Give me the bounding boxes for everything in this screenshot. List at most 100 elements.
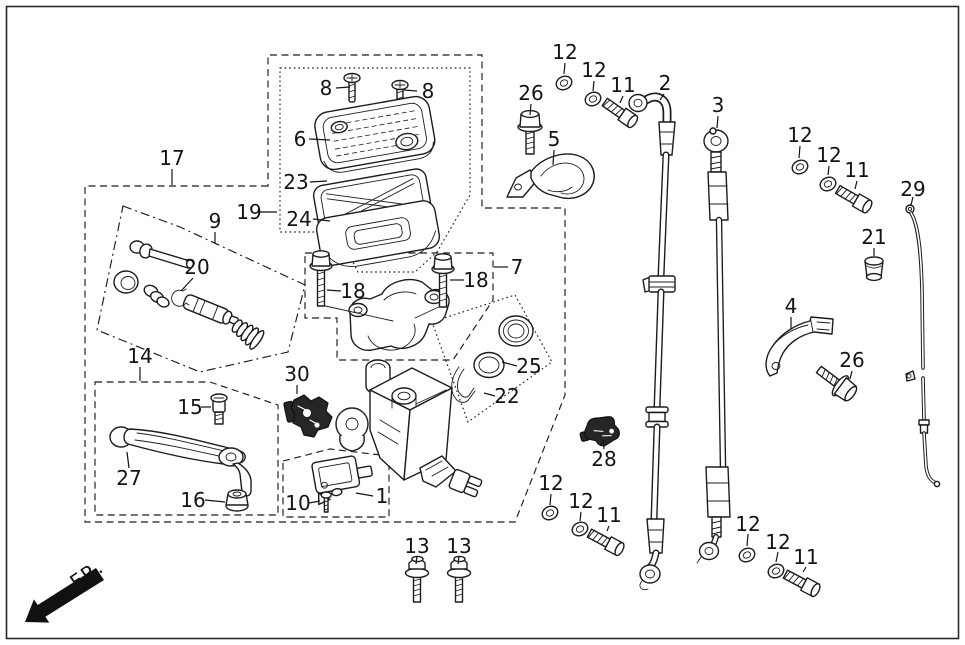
part-16-pivot-nut (225, 489, 249, 512)
callout-24-5: 24 (286, 207, 311, 231)
leader-line-11-38 (606, 525, 610, 532)
part-9-piston-kit (113, 240, 265, 350)
callout-12-22: 12 (552, 40, 577, 64)
callout-5-25: 5 (548, 127, 561, 151)
callout-12-41: 12 (735, 512, 760, 536)
leader-line-29-31 (910, 196, 914, 206)
part-8-screw-left (343, 72, 361, 103)
callout-23-4: 23 (283, 170, 308, 194)
bolt-18-right-guide-line (414, 304, 444, 319)
part-13-bolt-right (446, 555, 472, 603)
callout-2-26: 2 (659, 71, 672, 95)
leader-line-11-43 (802, 566, 807, 573)
leader-line-11-30 (854, 180, 858, 190)
callout-13-39: 13 (404, 534, 429, 558)
group-box-17 (84, 54, 566, 523)
callout-17-0: 17 (159, 146, 184, 170)
leader-line-8-1 (335, 86, 351, 89)
callout-8-1: 8 (320, 76, 333, 100)
leader-line-20-8 (180, 277, 194, 292)
part-25-boot (473, 315, 534, 379)
part-18-bolt-left (309, 250, 333, 307)
callout-29-31: 29 (900, 177, 925, 201)
part-10-screw (320, 491, 332, 513)
part-5-hose-clamp (506, 153, 595, 200)
leader-line-12-42 (775, 551, 779, 563)
part-24-diaphragm (315, 200, 441, 267)
callout-14-9: 14 (127, 344, 152, 368)
callout-26-34: 26 (839, 348, 864, 372)
callout-4-33: 4 (785, 294, 798, 318)
part-11-banjo-bolts (586, 97, 873, 598)
callout-10-14: 10 (285, 491, 310, 515)
callout-9-7: 9 (209, 209, 222, 233)
leader-line-12-22 (563, 62, 566, 75)
part-12-washers (541, 75, 837, 579)
callout-30-13: 30 (284, 362, 309, 386)
callout-11-30: 11 (844, 158, 869, 182)
callout-16-12: 16 (180, 488, 205, 512)
part-21-bushing (864, 256, 884, 282)
callout-15-10: 15 (177, 395, 202, 419)
callout-7-18: 7 (511, 255, 524, 279)
callout-26-21: 26 (518, 81, 543, 105)
leader-line-2-26 (659, 93, 665, 101)
group-box-14 (94, 381, 279, 516)
leader-line-3-27 (716, 115, 719, 129)
callout-22-20: 22 (494, 384, 519, 408)
callout-18-16: 18 (340, 279, 365, 303)
callout-27-11: 27 (116, 466, 141, 490)
leader-line-26-21 (529, 103, 532, 116)
callout-8-2: 8 (422, 79, 435, 103)
leader-line-11-24 (619, 95, 624, 104)
part-29-cable (905, 204, 941, 488)
part-7-holder-clamp (348, 278, 450, 351)
callout-11-38: 11 (596, 503, 621, 527)
part-20-circlip (171, 288, 190, 307)
figure-border (5, 5, 960, 640)
callout-6-3: 6 (294, 127, 307, 151)
callout-12-37: 12 (568, 489, 593, 513)
leader-line-13-39 (415, 555, 418, 565)
leader-line-24-5 (312, 218, 331, 222)
leader-line-12-28 (798, 145, 801, 159)
part-18-bolt-right (431, 253, 455, 308)
callout-25-19: 25 (516, 354, 541, 378)
callout-1-15: 1 (376, 484, 389, 508)
leader-line-12-37 (579, 511, 582, 522)
part-13-bolt-left (404, 555, 430, 603)
leader-line-13-40 (457, 555, 460, 565)
leader-line-8-2 (403, 89, 418, 92)
callout-12-29: 12 (816, 143, 841, 167)
leader-line-18-16 (326, 289, 342, 292)
group-box-1 (282, 448, 390, 518)
leader-line-16-12 (204, 499, 226, 503)
group-box-9 (96, 205, 306, 373)
callout-13-40: 13 (446, 534, 471, 558)
leader-line-28-35 (602, 439, 605, 450)
part-26-bolt-right (815, 365, 858, 402)
part-30-joint (283, 394, 333, 438)
part-28-clamp (579, 416, 620, 447)
part-26-bolt-top (517, 109, 543, 155)
bolt-18-left-guide-line (320, 304, 394, 322)
callout-12-28: 12 (787, 123, 812, 147)
callout-28-35: 28 (591, 447, 616, 471)
leader-line-26-34 (849, 370, 853, 380)
fr-direction-arrow (25, 568, 104, 623)
part-1-brake-switch (311, 455, 373, 506)
leader-line-1-15 (355, 492, 374, 497)
callout-12-42: 12 (765, 530, 790, 554)
callout-20-8: 20 (184, 255, 209, 279)
part-4-bracket (765, 316, 834, 377)
part-22-spring-clip (451, 366, 476, 403)
leader-line-23-4 (309, 180, 328, 183)
leader-line-12-36 (549, 493, 552, 506)
callout-11-24: 11 (610, 73, 635, 97)
part-15-pivot-bolt (210, 393, 228, 425)
callout-12-23: 12 (581, 58, 606, 82)
callout-19-6: 19 (236, 200, 261, 224)
leader-line-5-25 (552, 149, 555, 166)
